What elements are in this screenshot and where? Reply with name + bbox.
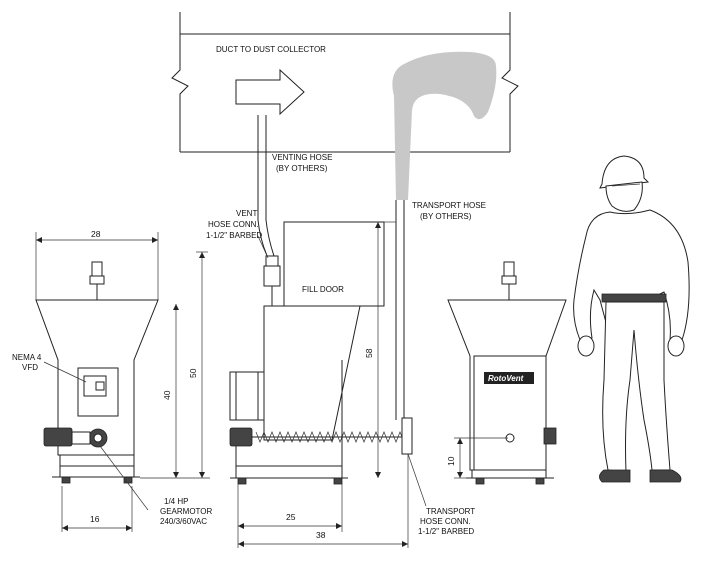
flow-arrow-icon [235, 68, 305, 116]
transport-conn-label-1: TRANSPORT [426, 507, 475, 516]
transport-conn-label-2: HOSE CONN. [420, 517, 471, 526]
vent-conn-label-1: VENT [236, 209, 257, 218]
venting-hose-label-1: VENTING HOSE [272, 153, 332, 162]
vent-conn-label-3: 1-1/2" BARBED [206, 231, 262, 240]
dim-hopper-height: 40 [162, 390, 172, 400]
nema-label-1: NEMA 4 [12, 353, 42, 362]
nema-label-2: VFD [22, 363, 38, 372]
dim-side-overall: 38 [316, 530, 326, 540]
rotovent-logo [484, 372, 534, 384]
dim-overall-height: 50 [188, 368, 198, 378]
transport-conn-label-3: 1-1/2" BARBED [418, 527, 474, 536]
side-view: VENT HOSE CONN. 1-1/2" BARBED FILL DOOR … [206, 209, 475, 548]
gearmotor [43, 427, 73, 447]
vent-conn-label-2: HOSE CONN. [208, 220, 259, 229]
dim-base-width: 16 [90, 514, 100, 524]
duct: DUCT TO DUST COLLECTOR [171, 12, 519, 153]
front-view: 28 50 40 16 [12, 229, 213, 532]
rear-view: RotoVent 10 [446, 261, 567, 485]
gearmotor-label-1: 1/4 HP [164, 497, 188, 506]
transport-hose-label-1: TRANSPORT HOSE [412, 201, 486, 210]
duct-label: DUCT TO DUST COLLECTOR [216, 45, 326, 54]
transport-hose-label-2: (BY OTHERS) [420, 212, 472, 221]
rotovent-logo-text: RotoVent [488, 374, 524, 383]
dim-side-height: 58 [364, 348, 374, 358]
hoses: VENTING HOSE (BY OTHERS) TRANSPORT HOSE … [257, 51, 497, 420]
gearmotor-label-2: GEARMOTOR [160, 507, 213, 516]
fill-door-label: FILL DOOR [302, 285, 344, 294]
dim-top-width: 28 [91, 229, 101, 239]
dim-side-base: 25 [286, 512, 296, 522]
venting-hose-label-2: (BY OTHERS) [276, 164, 328, 173]
dim-outlet-height: 10 [446, 456, 456, 466]
human-figure [573, 155, 690, 483]
gearmotor-label-3: 240/3/60VAC [160, 517, 207, 526]
